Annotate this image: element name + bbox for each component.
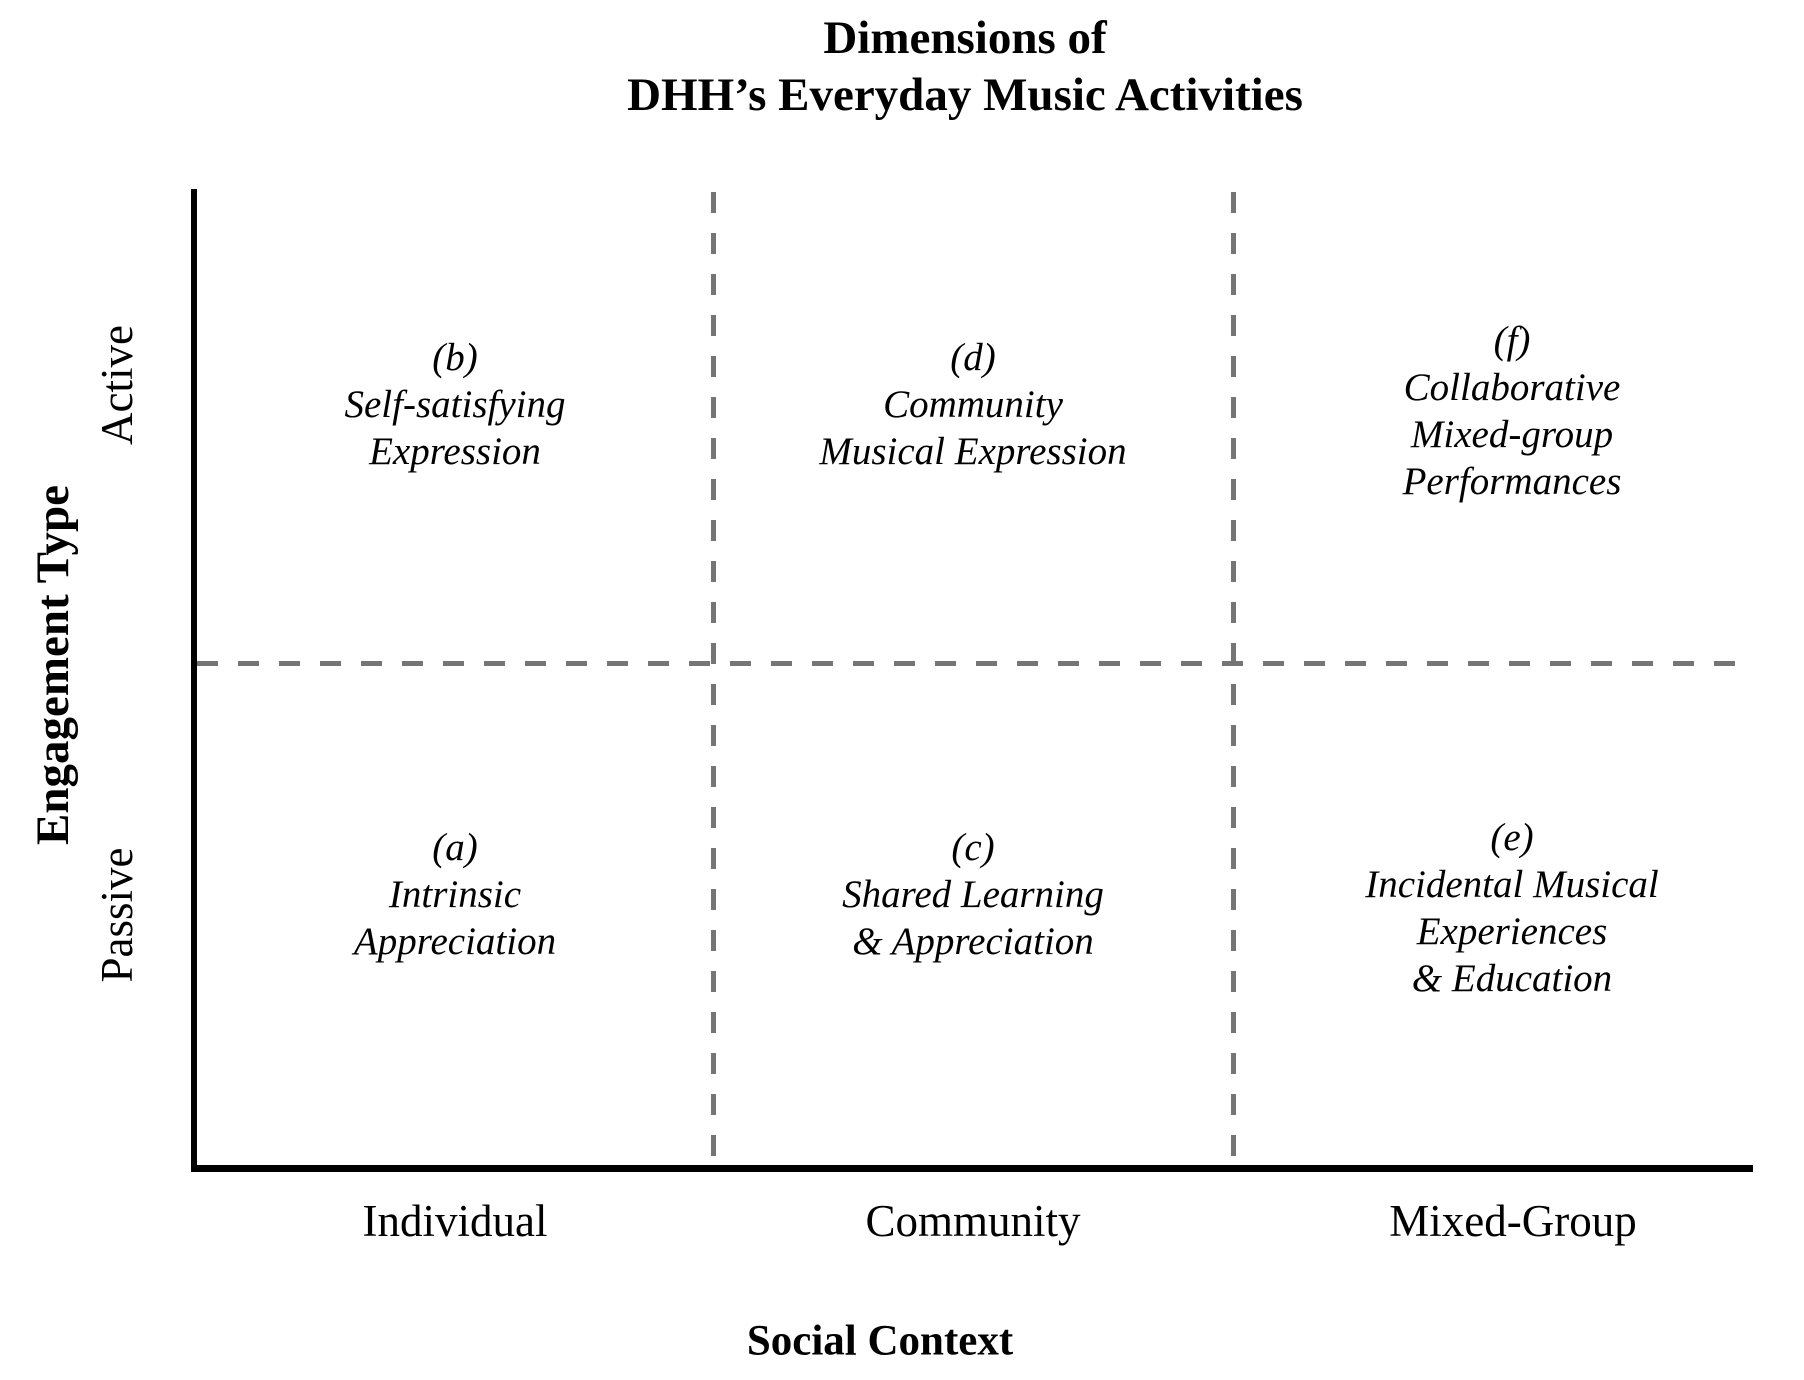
figure-title-line2: DHH’s Everyday Music Activities [627, 69, 1303, 121]
quadrant-e-marker: (e) [1490, 816, 1534, 859]
quadrant-c-line2: & Appreciation [852, 920, 1094, 963]
quadrant-e-line3: & Education [1411, 957, 1613, 1000]
quadrant-d-line2: Musical Expression [819, 430, 1127, 473]
quadrant-d: (d) Community Musical Expression [663, 334, 1283, 475]
quadrant-b: (b) Self-satisfying Expression [145, 334, 765, 475]
quadrant-b-line2: Expression [369, 430, 541, 473]
quadrant-e-line2: Experiences [1416, 910, 1608, 953]
quadrant-f-line1: Collaborative [1403, 366, 1621, 409]
quadrant-f-line3: Performances [1402, 460, 1622, 503]
quadrant-c: (c) Shared Learning & Appreciation [663, 824, 1283, 965]
vertical-dashed-divider-1 [711, 192, 716, 1165]
quadrant-e: (e) Incidental Musical Experiences & Edu… [1202, 814, 1804, 1002]
quadrant-c-marker: (c) [951, 826, 995, 869]
horizontal-dashed-divider [197, 661, 1754, 666]
quadrant-a: (a) Intrinsic Appreciation [145, 824, 765, 965]
vertical-dashed-divider-2 [1231, 192, 1236, 1165]
quadrant-e-line1: Incidental Musical [1365, 863, 1659, 906]
quadrant-a-marker: (a) [432, 826, 478, 869]
quadrant-d-marker: (d) [950, 336, 996, 379]
quadrant-f: (f) Collaborative Mixed-group Performanc… [1202, 317, 1804, 505]
y-axis-line [191, 189, 197, 1172]
x-tick-community: Community [865, 1196, 1081, 1246]
x-axis-line [191, 1165, 1753, 1172]
quadrant-b-marker: (b) [432, 336, 478, 379]
y-tick-passive: Passive [92, 847, 142, 983]
figure-title: Dimensions of DHH’s Everyday Music Activ… [165, 10, 1765, 124]
quadrant-f-line2: Mixed-group [1410, 413, 1614, 456]
quadrant-b-line1: Self-satisfying [344, 383, 566, 426]
quadrant-a-line2: Appreciation [353, 920, 557, 963]
y-tick-active: Active [92, 325, 142, 445]
x-tick-individual: Individual [362, 1196, 548, 1246]
quadrant-c-line1: Shared Learning [842, 873, 1104, 916]
x-tick-mixed-group: Mixed-Group [1389, 1196, 1637, 1246]
quadrant-f-marker: (f) [1493, 319, 1531, 362]
figure-title-line1: Dimensions of [823, 12, 1107, 64]
quadrant-d-line1: Community [883, 383, 1063, 426]
quadrant-a-line1: Intrinsic [388, 873, 522, 916]
x-axis-title: Social Context [746, 1317, 1014, 1365]
y-axis-title: Engagement Type [27, 485, 79, 845]
